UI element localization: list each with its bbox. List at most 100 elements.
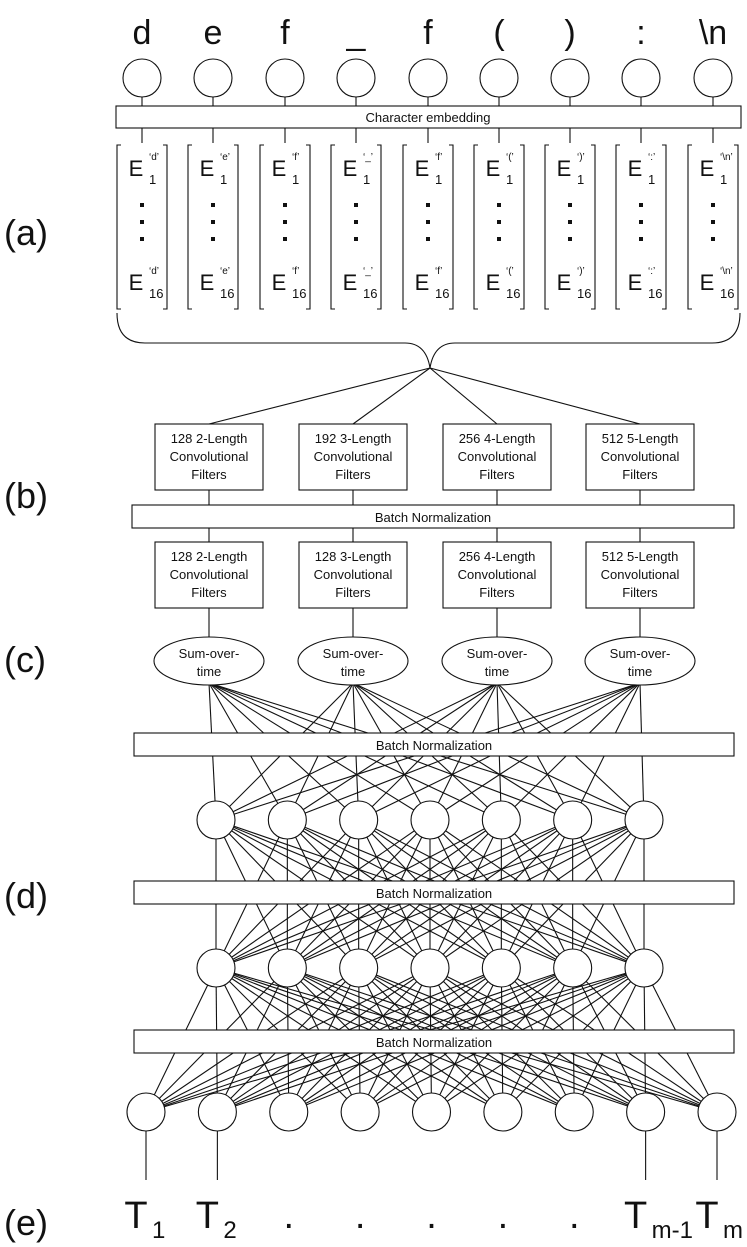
hidden-layer-1-node — [196, 800, 236, 840]
sum-over-time-label: Sum-over- — [610, 646, 671, 661]
embedding-key-superscript: ‘_’ — [363, 152, 373, 163]
embedding-first-index: 1 — [577, 172, 584, 187]
embedding-key-superscript: ‘f’ — [435, 266, 442, 277]
hidden-layer-2-node — [410, 948, 450, 988]
vertical-ellipsis-dot — [283, 237, 287, 241]
vertical-ellipsis-dot — [354, 203, 358, 207]
output-node — [126, 1092, 166, 1132]
embedding-key-superscript: ‘\n’ — [720, 152, 733, 163]
hidden-layer-1-node — [410, 800, 450, 840]
output-token-label: T — [196, 1195, 219, 1237]
output-node — [626, 1092, 666, 1132]
sum-over-time-label: time — [628, 664, 653, 679]
section-label: (e) — [4, 1202, 48, 1243]
hidden-layer-2-node — [196, 948, 236, 988]
vertical-ellipsis-dot — [711, 203, 715, 207]
output-token-label: T — [695, 1195, 718, 1237]
embedding-first-index: 1 — [435, 172, 442, 187]
embedding-key-superscript: ‘f’ — [435, 152, 442, 163]
embedding-last-index: 16 — [506, 286, 520, 301]
embedding-key-superscript: ‘\n’ — [720, 266, 733, 277]
vector-bracket-left — [259, 144, 264, 310]
embedding-key-superscript: ‘d’ — [149, 152, 159, 163]
embedding-last-index: 16 — [577, 286, 591, 301]
conv-filter-box — [298, 541, 408, 609]
section-label: (d) — [4, 875, 48, 916]
embedding-first-index: 1 — [363, 172, 370, 187]
embedding-key-superscript: ‘:’ — [648, 152, 655, 163]
embedding-key-superscript: ‘(’ — [506, 266, 514, 277]
embedding-last-index: 16 — [149, 286, 163, 301]
output-token-label: T — [624, 1195, 647, 1237]
vertical-ellipsis-dot — [283, 203, 287, 207]
embedding-symbol: E — [700, 156, 715, 181]
sum-over-time-label: Sum-over- — [467, 646, 528, 661]
vector-bracket-right — [591, 144, 596, 310]
batch-normalization-bar — [133, 880, 735, 905]
output-token-label: T — [124, 1195, 147, 1237]
vertical-ellipsis-dot — [283, 220, 287, 224]
embedding-key-superscript: ‘f’ — [292, 266, 299, 277]
input-char-node — [408, 58, 448, 98]
sum-over-time-label: Sum-over- — [323, 646, 384, 661]
input-char: ) — [564, 14, 575, 52]
input-char-node — [479, 58, 519, 98]
output-node — [483, 1092, 523, 1132]
hidden-layer-2-node — [481, 948, 521, 988]
hidden-layer-1-node — [267, 800, 307, 840]
character-embedding-label: Character embedding — [365, 110, 490, 125]
output-token-subscript: m-1 — [652, 1217, 693, 1244]
embedding-last-index: 16 — [220, 286, 234, 301]
brace-to-conv-line — [429, 367, 498, 425]
output-token-subscript: 2 — [223, 1217, 236, 1244]
embedding-last-index: 16 — [720, 286, 734, 301]
vertical-ellipsis-dot — [140, 220, 144, 224]
input-char-node — [122, 58, 162, 98]
vector-bracket-right — [163, 144, 168, 310]
conv-filter-label: Convolutional — [458, 449, 537, 464]
conv-filter-box — [585, 541, 695, 609]
conv-filter-box — [298, 423, 408, 491]
conv-filter-label: 128 2-Length — [171, 549, 248, 564]
hidden-layer-1-node — [481, 800, 521, 840]
embedding-last-index: 16 — [648, 286, 662, 301]
conv-filter-label: Convolutional — [601, 449, 680, 464]
sum-over-time-node — [584, 636, 696, 686]
embedding-key-superscript: ‘)’ — [577, 266, 585, 277]
conv-filter-label: Filters — [191, 467, 227, 482]
input-char: e — [204, 14, 223, 52]
vertical-ellipsis-dot — [426, 220, 430, 224]
embedding-symbol: E — [415, 156, 430, 181]
embedding-first-index: 1 — [149, 172, 156, 187]
conv-filter-box — [442, 423, 552, 491]
embedding-last-index: 16 — [292, 286, 306, 301]
vertical-ellipsis-dot — [140, 237, 144, 241]
vector-bracket-left — [330, 144, 335, 310]
embedding-symbol: E — [628, 270, 643, 295]
vector-bracket-right — [520, 144, 525, 310]
sum-over-time-label: time — [197, 664, 222, 679]
vertical-ellipsis-dot — [354, 220, 358, 224]
output-node — [697, 1092, 737, 1132]
embedding-key-superscript: ‘_’ — [363, 266, 373, 277]
embedding-first-index: 1 — [648, 172, 655, 187]
vertical-ellipsis-dot — [711, 220, 715, 224]
hidden-layer-1-node — [339, 800, 379, 840]
vector-bracket-left — [116, 144, 121, 310]
conv-filter-label: Convolutional — [314, 449, 393, 464]
input-char: : — [636, 14, 645, 52]
conv-filter-label: Filters — [191, 585, 227, 600]
input-char: f — [280, 14, 290, 52]
input-char: _ — [346, 14, 367, 52]
input-char: f — [423, 14, 433, 52]
vertical-ellipsis-dot — [426, 237, 430, 241]
conv-filter-box — [154, 541, 264, 609]
sum-over-time-node — [153, 636, 265, 686]
vector-bracket-right — [234, 144, 239, 310]
output-node — [411, 1092, 452, 1132]
output-ellipsis-dot: . — [498, 1195, 509, 1237]
vertical-ellipsis-dot — [211, 203, 215, 207]
conv-filter-box — [154, 423, 264, 491]
character-embedding-bar — [115, 105, 742, 129]
